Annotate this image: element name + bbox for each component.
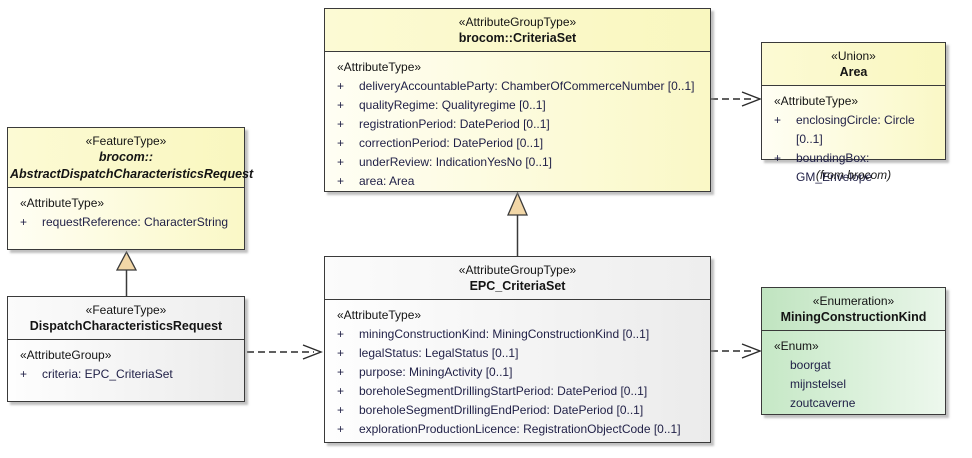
attribute-text: underReview: IndicationYesNo [0..1] [359, 155, 553, 169]
attribute-row: + deliveryAccountableParty: ChamberOfComm… [337, 77, 706, 96]
attribute-text: explorationProductionLicence: Registrati… [359, 422, 681, 436]
dependency-arrow-dispatch-to-epc [247, 344, 323, 360]
attribute-text: qualityRegime: Qualityregime [0..1] [359, 98, 546, 112]
attribute-text: requestReference: CharacterString [42, 215, 229, 229]
attribute-row: + miningConstructionKind: MiningConstruct… [337, 325, 706, 344]
class-header: «Enumeration» MiningConstructionKind [762, 288, 945, 331]
attribute-text: deliveryAccountableParty: ChamberOfComme… [359, 79, 695, 93]
visibility-public: + [337, 117, 345, 131]
enum-value: zoutcaverne [790, 396, 856, 410]
attribute-row: + boundingBox: GM_Envelope [774, 149, 941, 187]
class-name: EPC_CriteriaSet [469, 279, 566, 293]
attributes-compartment: «AttributeType» + requestReference: Chara… [8, 188, 244, 249]
attribute-text: correctionPeriod: DatePeriod [0..1] [359, 136, 544, 150]
attribute-text: purpose: MiningActivity [0..1] [359, 365, 513, 379]
class-name-prefix: brocom:: [98, 150, 154, 164]
attributes-heading: «AttributeType» [337, 308, 422, 322]
class-box-dispatch-characteristics-request: «FeatureType» DispatchCharacteristicsReq… [7, 296, 245, 402]
dependency-arrow-criteriaset-to-area [711, 91, 762, 107]
attribute-row: + registrationPeriod: DatePeriod [0..1] [337, 115, 706, 134]
class-header: «AttributeGroupType» brocom::CriteriaSet [325, 9, 710, 52]
attributes-heading: «AttributeType» [774, 94, 859, 108]
attribute-row: + explorationProductionLicence: Registrat… [337, 420, 706, 439]
dependency-arrow-epc-to-miningconstructionkind [711, 343, 762, 359]
visibility-public: + [337, 155, 345, 169]
class-box-area: «Union» Area «AttributeType» + enclosingC… [761, 42, 946, 184]
visibility-public: + [774, 151, 782, 165]
class-name: MiningConstructionKind [780, 310, 927, 324]
class-box-mining-construction-kind: «Enumeration» MiningConstructionKind «En… [761, 287, 946, 415]
class-box-brocom-criteriaset: «AttributeGroupType» brocom::CriteriaSet… [324, 8, 711, 192]
attribute-row: + area: Area [337, 172, 706, 191]
enum-value: boorgat [790, 358, 831, 372]
class-box-epc-criteriaset: «AttributeGroupType» EPC_CriteriaSet «At… [324, 256, 711, 443]
class-header: «FeatureType» DispatchCharacteristicsReq… [8, 297, 244, 340]
attribute-row: + legalStatus: LegalStatus [0..1] [337, 344, 706, 363]
class-header: «Union» Area [762, 43, 945, 86]
visibility-public: + [774, 113, 782, 127]
attributes-compartment: «AttributeType» + enclosingCircle: Circle… [762, 86, 945, 189]
attributes-compartment: «AttributeType» + miningConstructionKind:… [325, 300, 710, 442]
class-stereotype: «AttributeGroupType» [458, 15, 577, 29]
attribute-text: boreholeSegmentDrillingStartPeriod: Date… [359, 384, 648, 398]
generalization-arrow-dispatch-to-abstract [115, 250, 138, 296]
attribute-row: + boreholeSegmentDrillingStartPeriod: Dat… [337, 382, 706, 401]
attributes-heading: «AttributeType» [337, 60, 422, 74]
class-name: Area [839, 65, 868, 79]
attribute-row: + correctionPeriod: DatePeriod [0..1] [337, 134, 706, 153]
class-header: «AttributeGroupType» EPC_CriteriaSet [325, 257, 710, 300]
area-origin-caption: (from brocom) [815, 168, 892, 182]
attribute-row: + enclosingCircle: Circle [0..1] [774, 111, 941, 149]
class-stereotype: «Enumeration» [812, 294, 895, 308]
class-header: «FeatureType» brocom:: AbstractDispatchC… [8, 128, 254, 188]
attribute-row: + underReview: IndicationYesNo [0..1] [337, 153, 706, 172]
attribute-row: + requestReference: CharacterString [20, 213, 240, 232]
attribute-row: + purpose: MiningActivity [0..1] [337, 363, 706, 382]
attribute-row: + criteria: EPC_CriteriaSet [20, 365, 240, 384]
visibility-public: + [337, 365, 345, 379]
visibility-public: + [20, 215, 28, 229]
visibility-public: + [337, 327, 345, 341]
generalization-arrow-epc-to-criteriaset [507, 191, 528, 256]
class-name: AbstractDispatchCharacteristicsRequest [10, 167, 254, 181]
visibility-public: + [337, 136, 345, 150]
attribute-text: legalStatus: LegalStatus [0..1] [359, 346, 519, 360]
attribute-text: area: Area [359, 174, 415, 188]
attribute-text: registrationPeriod: DatePeriod [0..1] [359, 117, 550, 131]
visibility-public: + [337, 346, 345, 360]
enum-compartment: «Enum» boorgat mijnstelsel zoutcaverne [762, 331, 945, 415]
attribute-row: + boreholeSegmentDrillingEndPeriod: DateP… [337, 401, 706, 420]
attribute-text: boundingBox: GM_Envelope [796, 151, 873, 184]
class-box-abstract-dispatch-characteristics-request: «FeatureType» brocom:: AbstractDispatchC… [7, 127, 254, 250]
class-name: DispatchCharacteristicsRequest [29, 319, 223, 333]
attribute-text: criteria: EPC_CriteriaSet [42, 367, 173, 381]
enum-value: mijnstelsel [790, 377, 847, 391]
attribute-text: boreholeSegmentDrillingEndPeriod: DatePe… [359, 403, 644, 417]
attributes-heading: «AttributeType» [20, 196, 105, 210]
class-stereotype: «Union» [831, 49, 876, 63]
attributes-compartment: «AttributeType» + deliveryAccountablePart… [325, 52, 710, 193]
attribute-text: miningConstructionKind: MiningConstructi… [359, 327, 650, 341]
attribute-text: enclosingCircle: Circle [0..1] [796, 113, 915, 146]
enum-heading: «Enum» [774, 339, 819, 353]
visibility-public: + [337, 422, 345, 436]
visibility-public: + [337, 384, 345, 398]
visibility-public: + [20, 367, 28, 381]
class-name: brocom::CriteriaSet [458, 31, 577, 45]
visibility-public: + [337, 174, 345, 188]
attributes-compartment: «AttributeGroup» + criteria: EPC_Criteria… [8, 340, 244, 401]
attribute-row: + qualityRegime: Qualityregime [0..1] [337, 96, 706, 115]
attributes-heading: «AttributeGroup» [20, 348, 112, 362]
class-stereotype: «FeatureType» [85, 134, 167, 148]
visibility-public: + [337, 403, 345, 417]
class-stereotype: «AttributeGroupType» [458, 263, 577, 277]
visibility-public: + [337, 79, 345, 93]
class-stereotype: «FeatureType» [85, 303, 167, 317]
visibility-public: + [337, 98, 345, 112]
